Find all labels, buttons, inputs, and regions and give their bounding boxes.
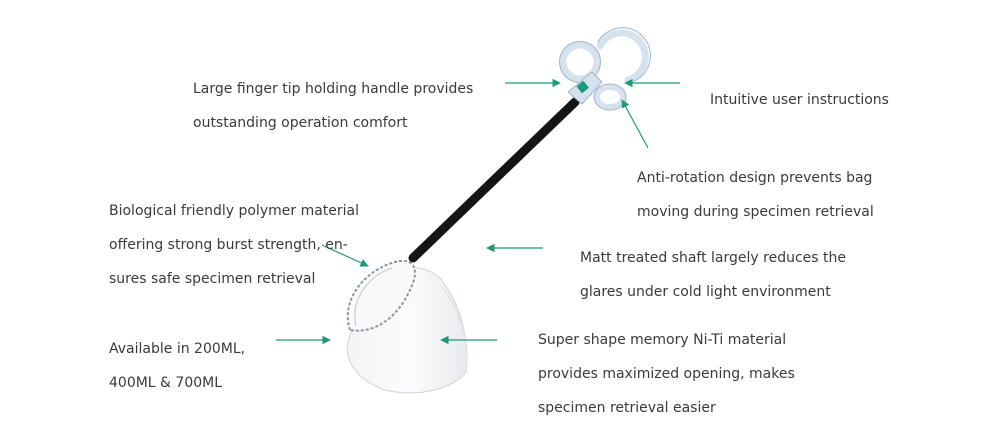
thumb-ring (596, 29, 649, 84)
callout-line: sures safe specimen retrieval (109, 271, 316, 287)
callout-line: 400ML & 700ML (109, 375, 223, 391)
finger-ring-large (559, 41, 601, 83)
niti-rim (346, 260, 416, 332)
callout-line: specimen retrieval easier (538, 400, 716, 416)
callout-handle: Large finger tip holding handle provides… (193, 64, 473, 149)
callout-line: Available in 200ML, (109, 341, 246, 357)
callout-line: moving during specimen retrieval (637, 204, 874, 220)
callout-instructions: Intuitive user instructions (710, 75, 889, 126)
callout-sizes: Available in 200ML, 400ML & 700ML (109, 324, 245, 409)
finger-ring-small (594, 84, 626, 110)
specimen-bag (346, 260, 468, 394)
callout-line: Biological friendly polymer material (109, 203, 359, 219)
callout-line: Matt treated shaft largely reduces the (580, 250, 846, 266)
callout-shaft: Matt treated shaft largely reduces the g… (580, 233, 846, 318)
shaft (408, 97, 580, 263)
callout-line: provides maximized opening, makes (538, 366, 795, 382)
callout-niti: Super shape memory Ni-Ti material provid… (538, 315, 795, 429)
callout-line: glares under cold light environment (580, 284, 831, 300)
callout-line: Intuitive user instructions (710, 92, 889, 108)
handle (559, 27, 651, 111)
callout-line: outstanding operation comfort (193, 115, 408, 131)
callout-arrows (276, 78, 680, 345)
callout-anti-rotation: Anti-rotation design prevents bag moving… (637, 153, 874, 238)
callout-line: Large finger tip holding handle provides (193, 81, 474, 97)
arrow-anti-rotation (621, 99, 649, 149)
arrow-polymer (321, 244, 369, 267)
callout-line: Super shape memory Ni-Ti material (538, 332, 787, 348)
logo-icon (576, 80, 590, 94)
callout-line: offering strong burst strength, en- (109, 237, 348, 253)
callout-polymer: Biological friendly polymer material off… (109, 186, 359, 305)
callout-line: Anti-rotation design prevents bag (637, 170, 873, 186)
